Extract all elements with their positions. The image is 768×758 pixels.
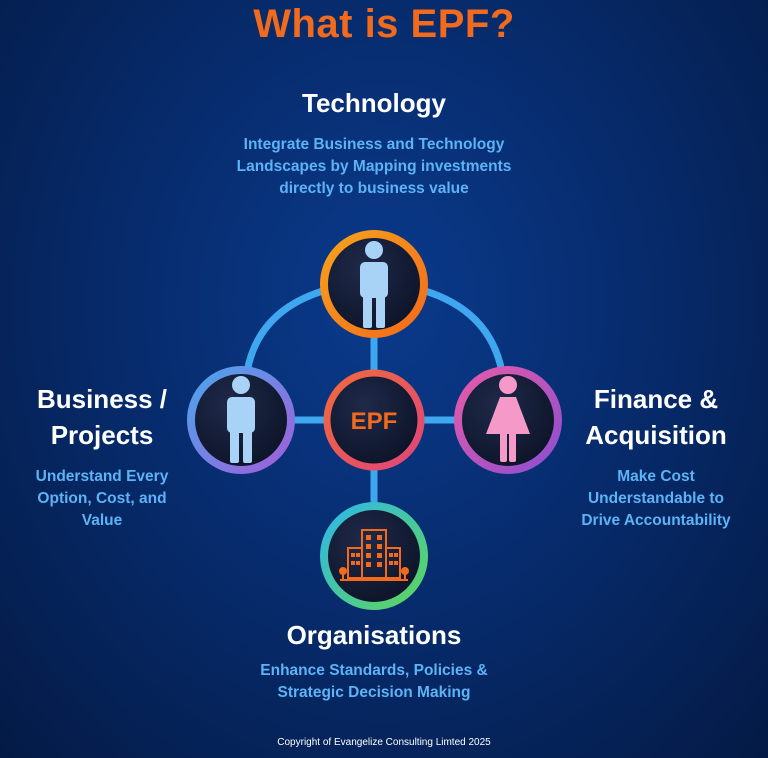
business-description: Understand Every Option, Cost, and Value bbox=[2, 466, 202, 532]
business-heading-line: Business / bbox=[36, 384, 168, 414]
connectors bbox=[243, 286, 506, 508]
business-node bbox=[187, 366, 295, 474]
technology-description: Integrate Business and Technology Landsc… bbox=[174, 134, 574, 200]
man-icon bbox=[360, 241, 388, 328]
building-icon bbox=[339, 529, 409, 581]
finance-desc-line: Drive Accountability bbox=[581, 512, 731, 529]
organisations-desc-line: Strategic Decision Making bbox=[277, 684, 471, 701]
finance-description: Make Cost Understandable to Drive Accoun… bbox=[546, 466, 766, 532]
organisations-heading: Organisations bbox=[286, 620, 462, 650]
business-desc-line: Understand Every bbox=[35, 468, 169, 485]
finance-heading-line: Acquisition bbox=[585, 419, 727, 450]
finance-heading-line: Finance & bbox=[593, 384, 719, 414]
finance-heading: Finance & Acquisition bbox=[556, 382, 756, 454]
finance-desc-line: Make Cost bbox=[617, 468, 695, 485]
business-desc-line: Value bbox=[81, 512, 123, 529]
organisations-description: Enhance Standards, Policies & Strategic … bbox=[174, 660, 574, 704]
organisations-node bbox=[320, 502, 428, 610]
man-icon bbox=[227, 376, 255, 463]
connector-top-right bbox=[421, 286, 506, 373]
copyright-text: Copyright of Evangelize Consulting Limte… bbox=[277, 737, 491, 748]
woman-icon bbox=[486, 376, 530, 462]
technology-desc-line: directly to business value bbox=[279, 180, 469, 197]
epf-center-label: EPF bbox=[351, 408, 398, 435]
organisations-desc-line: Enhance Standards, Policies & bbox=[260, 662, 488, 679]
finance-desc-line: Understandable to bbox=[587, 490, 725, 507]
epf-center-node: EPF bbox=[323, 369, 425, 471]
business-desc-line: Option, Cost, and bbox=[37, 490, 167, 507]
connector-top-left bbox=[243, 286, 327, 373]
page-title: What is EPF? bbox=[253, 2, 515, 46]
business-heading: Business / Projects bbox=[2, 382, 202, 454]
business-heading-line: Projects bbox=[50, 419, 154, 450]
technology-heading: Technology bbox=[302, 88, 446, 118]
technology-node bbox=[320, 230, 428, 338]
finance-node bbox=[454, 366, 562, 474]
technology-desc-line: Integrate Business and Technology bbox=[243, 136, 505, 153]
technology-desc-line: Landscapes by Mapping investments bbox=[236, 158, 512, 175]
